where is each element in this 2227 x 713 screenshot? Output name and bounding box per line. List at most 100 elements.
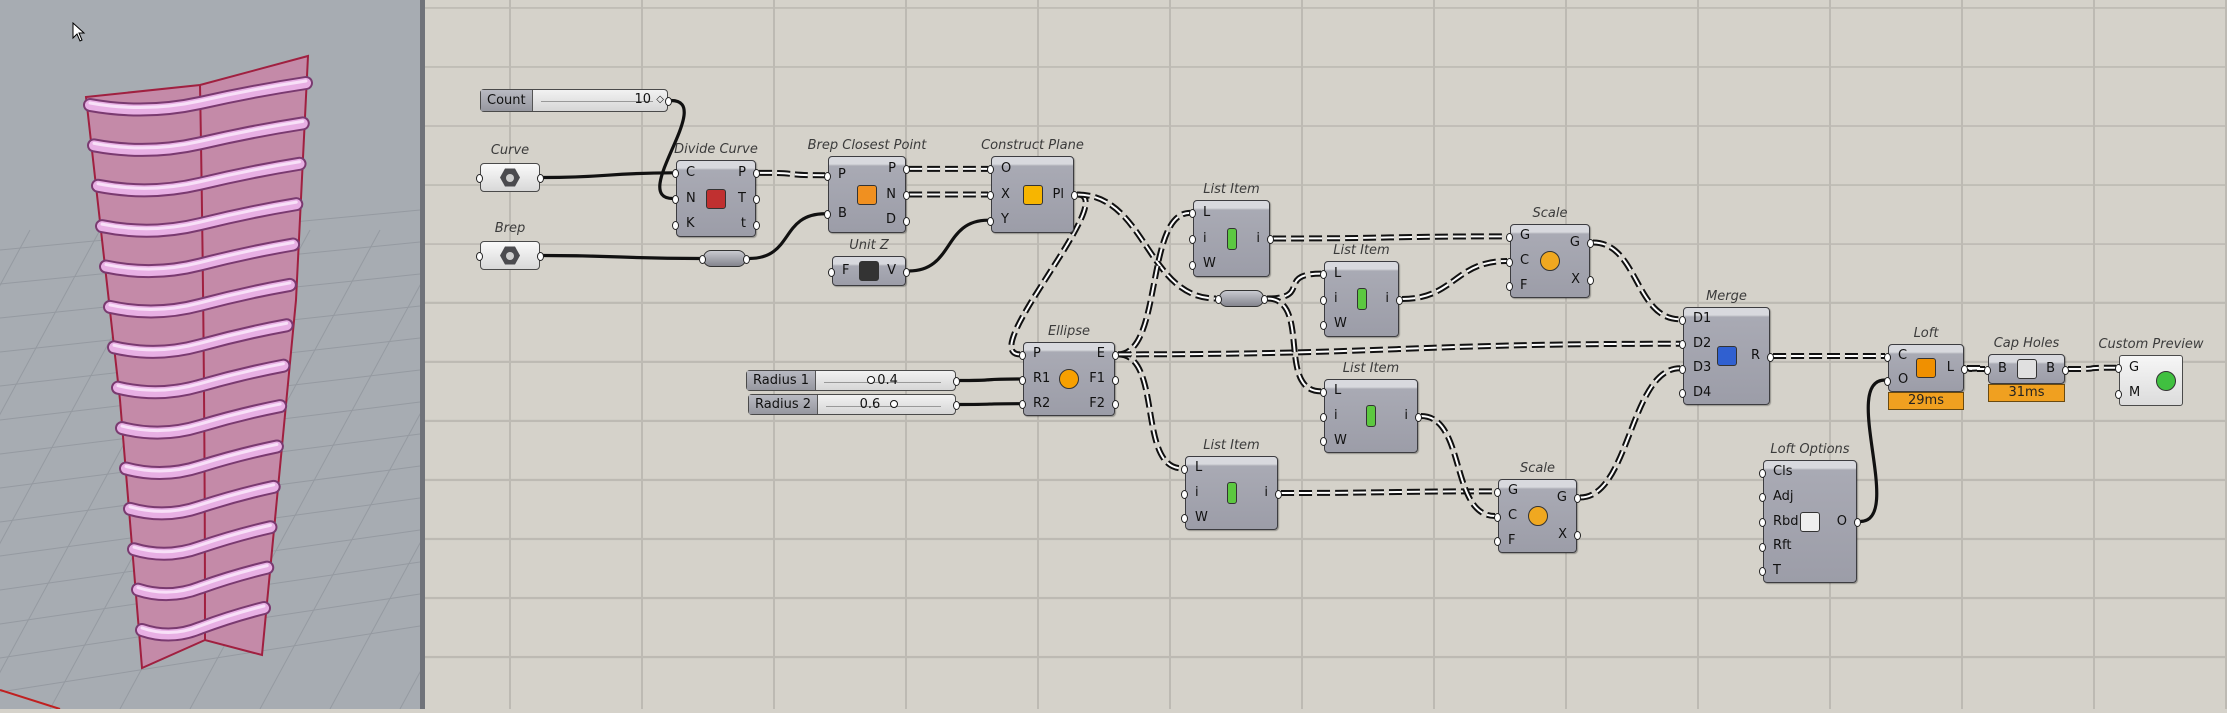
scale1-output-port-G[interactable]: [1587, 239, 1594, 248]
scale2-input-port-C[interactable]: [1494, 512, 1501, 522]
bcp-output-port-D[interactable]: [903, 216, 910, 226]
divide-output-port-T[interactable]: [753, 195, 760, 204]
list4-input-port-i[interactable]: [1181, 489, 1188, 499]
scale2-input-port-G[interactable]: [1494, 487, 1501, 497]
divide-input-port-N[interactable]: [672, 195, 679, 204]
ellipse-input-port-R2[interactable]: [1019, 400, 1026, 410]
list2-input-port-W[interactable]: [1320, 320, 1327, 330]
unitz-input-port-F[interactable]: [828, 267, 835, 277]
list4-input-port-L[interactable]: [1181, 464, 1188, 474]
loft-input-port-C[interactable]: [1884, 352, 1891, 362]
scale2-input-port-F[interactable]: [1494, 537, 1501, 547]
brep-param[interactable]: Brep: [476, 221, 544, 270]
merge-input-port-D4[interactable]: [1679, 389, 1686, 399]
list3-input-port-W[interactable]: [1320, 437, 1327, 447]
bcp-input-port-B[interactable]: [824, 210, 831, 220]
loftopt-input-port-Cls[interactable]: [1759, 468, 1766, 478]
preview-input-port-M[interactable]: [2115, 389, 2122, 399]
curve-input-port[interactable]: [476, 174, 483, 183]
scale1-input-port-F[interactable]: [1506, 282, 1513, 292]
relay2-input[interactable]: [1215, 295, 1222, 304]
list3-input-port-L[interactable]: [1320, 387, 1327, 397]
loftopt-input-port-Rft[interactable]: [1759, 542, 1766, 552]
relay1-input[interactable]: [699, 255, 706, 264]
list1-output-port-i[interactable]: [1267, 235, 1274, 244]
list4-output-port-i[interactable]: [1275, 489, 1282, 499]
cplane-input-port-O[interactable]: [987, 165, 994, 175]
preview-input-port-G[interactable]: [2115, 364, 2122, 374]
merge-output-port-R[interactable]: [1767, 352, 1774, 362]
list3-output-port-i[interactable]: [1415, 412, 1422, 422]
list3-input-port-i[interactable]: [1320, 412, 1327, 422]
radius1-slider-knob[interactable]: [867, 376, 876, 384]
curve-param[interactable]: Curve: [476, 143, 544, 192]
radius2-slider-track[interactable]: 0.6: [818, 395, 955, 414]
list1-input-port-L[interactable]: [1189, 209, 1196, 219]
brep-output-port[interactable]: [537, 252, 544, 261]
bcp-output-port-N[interactable]: [903, 191, 910, 200]
ellipse-output-port-E[interactable]: [1112, 350, 1119, 360]
unitz-output-port-V[interactable]: [903, 267, 910, 277]
loftopt-output-port-O[interactable]: [1854, 518, 1861, 527]
loftopt-input-port-Rbd[interactable]: [1759, 518, 1766, 527]
ellipse-input-port-R1[interactable]: [1019, 375, 1026, 385]
cplane-output-port-Pl[interactable]: [1071, 191, 1078, 200]
list1-input-port-i[interactable]: [1189, 235, 1196, 244]
curve-output-port[interactable]: [537, 174, 544, 183]
scale2-output-port-G[interactable]: [1574, 494, 1581, 503]
count-output-port[interactable]: [665, 97, 672, 106]
scale1-output-port-X[interactable]: [1587, 276, 1594, 285]
ellipse-output-port-F1[interactable]: [1112, 375, 1119, 385]
divide-input-port-C[interactable]: [672, 169, 679, 179]
merge-input-port-D1[interactable]: [1679, 315, 1686, 325]
list1-input-port-W[interactable]: [1189, 260, 1196, 270]
list2-output-port-i[interactable]: [1396, 295, 1403, 305]
loft-input-port-O[interactable]: [1884, 376, 1891, 386]
divide-output-port-t[interactable]: [753, 220, 760, 230]
relay2[interactable]: [1215, 290, 1268, 307]
ellipse-input-port-P[interactable]: [1019, 350, 1026, 360]
scale1-input-port-G[interactable]: [1506, 232, 1513, 242]
list2-input-port-L[interactable]: [1320, 270, 1327, 280]
merge-input-port-D2[interactable]: [1679, 340, 1686, 350]
relay1-output[interactable]: [743, 255, 750, 264]
count-slider-track[interactable]: 10◇: [533, 90, 667, 111]
cap-output-port-B[interactable]: [2062, 365, 2069, 375]
relay2-output[interactable]: [1261, 295, 1268, 304]
rhino-viewport[interactable]: [0, 0, 731, 710]
loftopt-input-port-T[interactable]: [1759, 567, 1766, 577]
cplane-input-port-Y[interactable]: [987, 216, 994, 226]
viewport-divider[interactable]: [420, 0, 425, 709]
divide-input-port-K[interactable]: [672, 220, 679, 230]
scale2-output-port-X[interactable]: [1574, 531, 1581, 540]
list2-input-port-i[interactable]: [1320, 295, 1327, 305]
bcp-input-port-P[interactable]: [824, 171, 831, 181]
radius1-slider-track[interactable]: 0.4: [816, 371, 955, 390]
brep-input-port[interactable]: [476, 252, 483, 261]
cplane-input-port-X[interactable]: [987, 191, 994, 200]
relay1[interactable]: [699, 250, 750, 267]
loft-output-port-L[interactable]: [1961, 364, 1968, 374]
radius2-slider-knob[interactable]: [889, 400, 898, 408]
loftopt-input-port-Adj[interactable]: [1759, 493, 1766, 503]
scale1-input-port-C[interactable]: [1506, 257, 1513, 267]
list4-input-port-W[interactable]: [1181, 514, 1188, 524]
